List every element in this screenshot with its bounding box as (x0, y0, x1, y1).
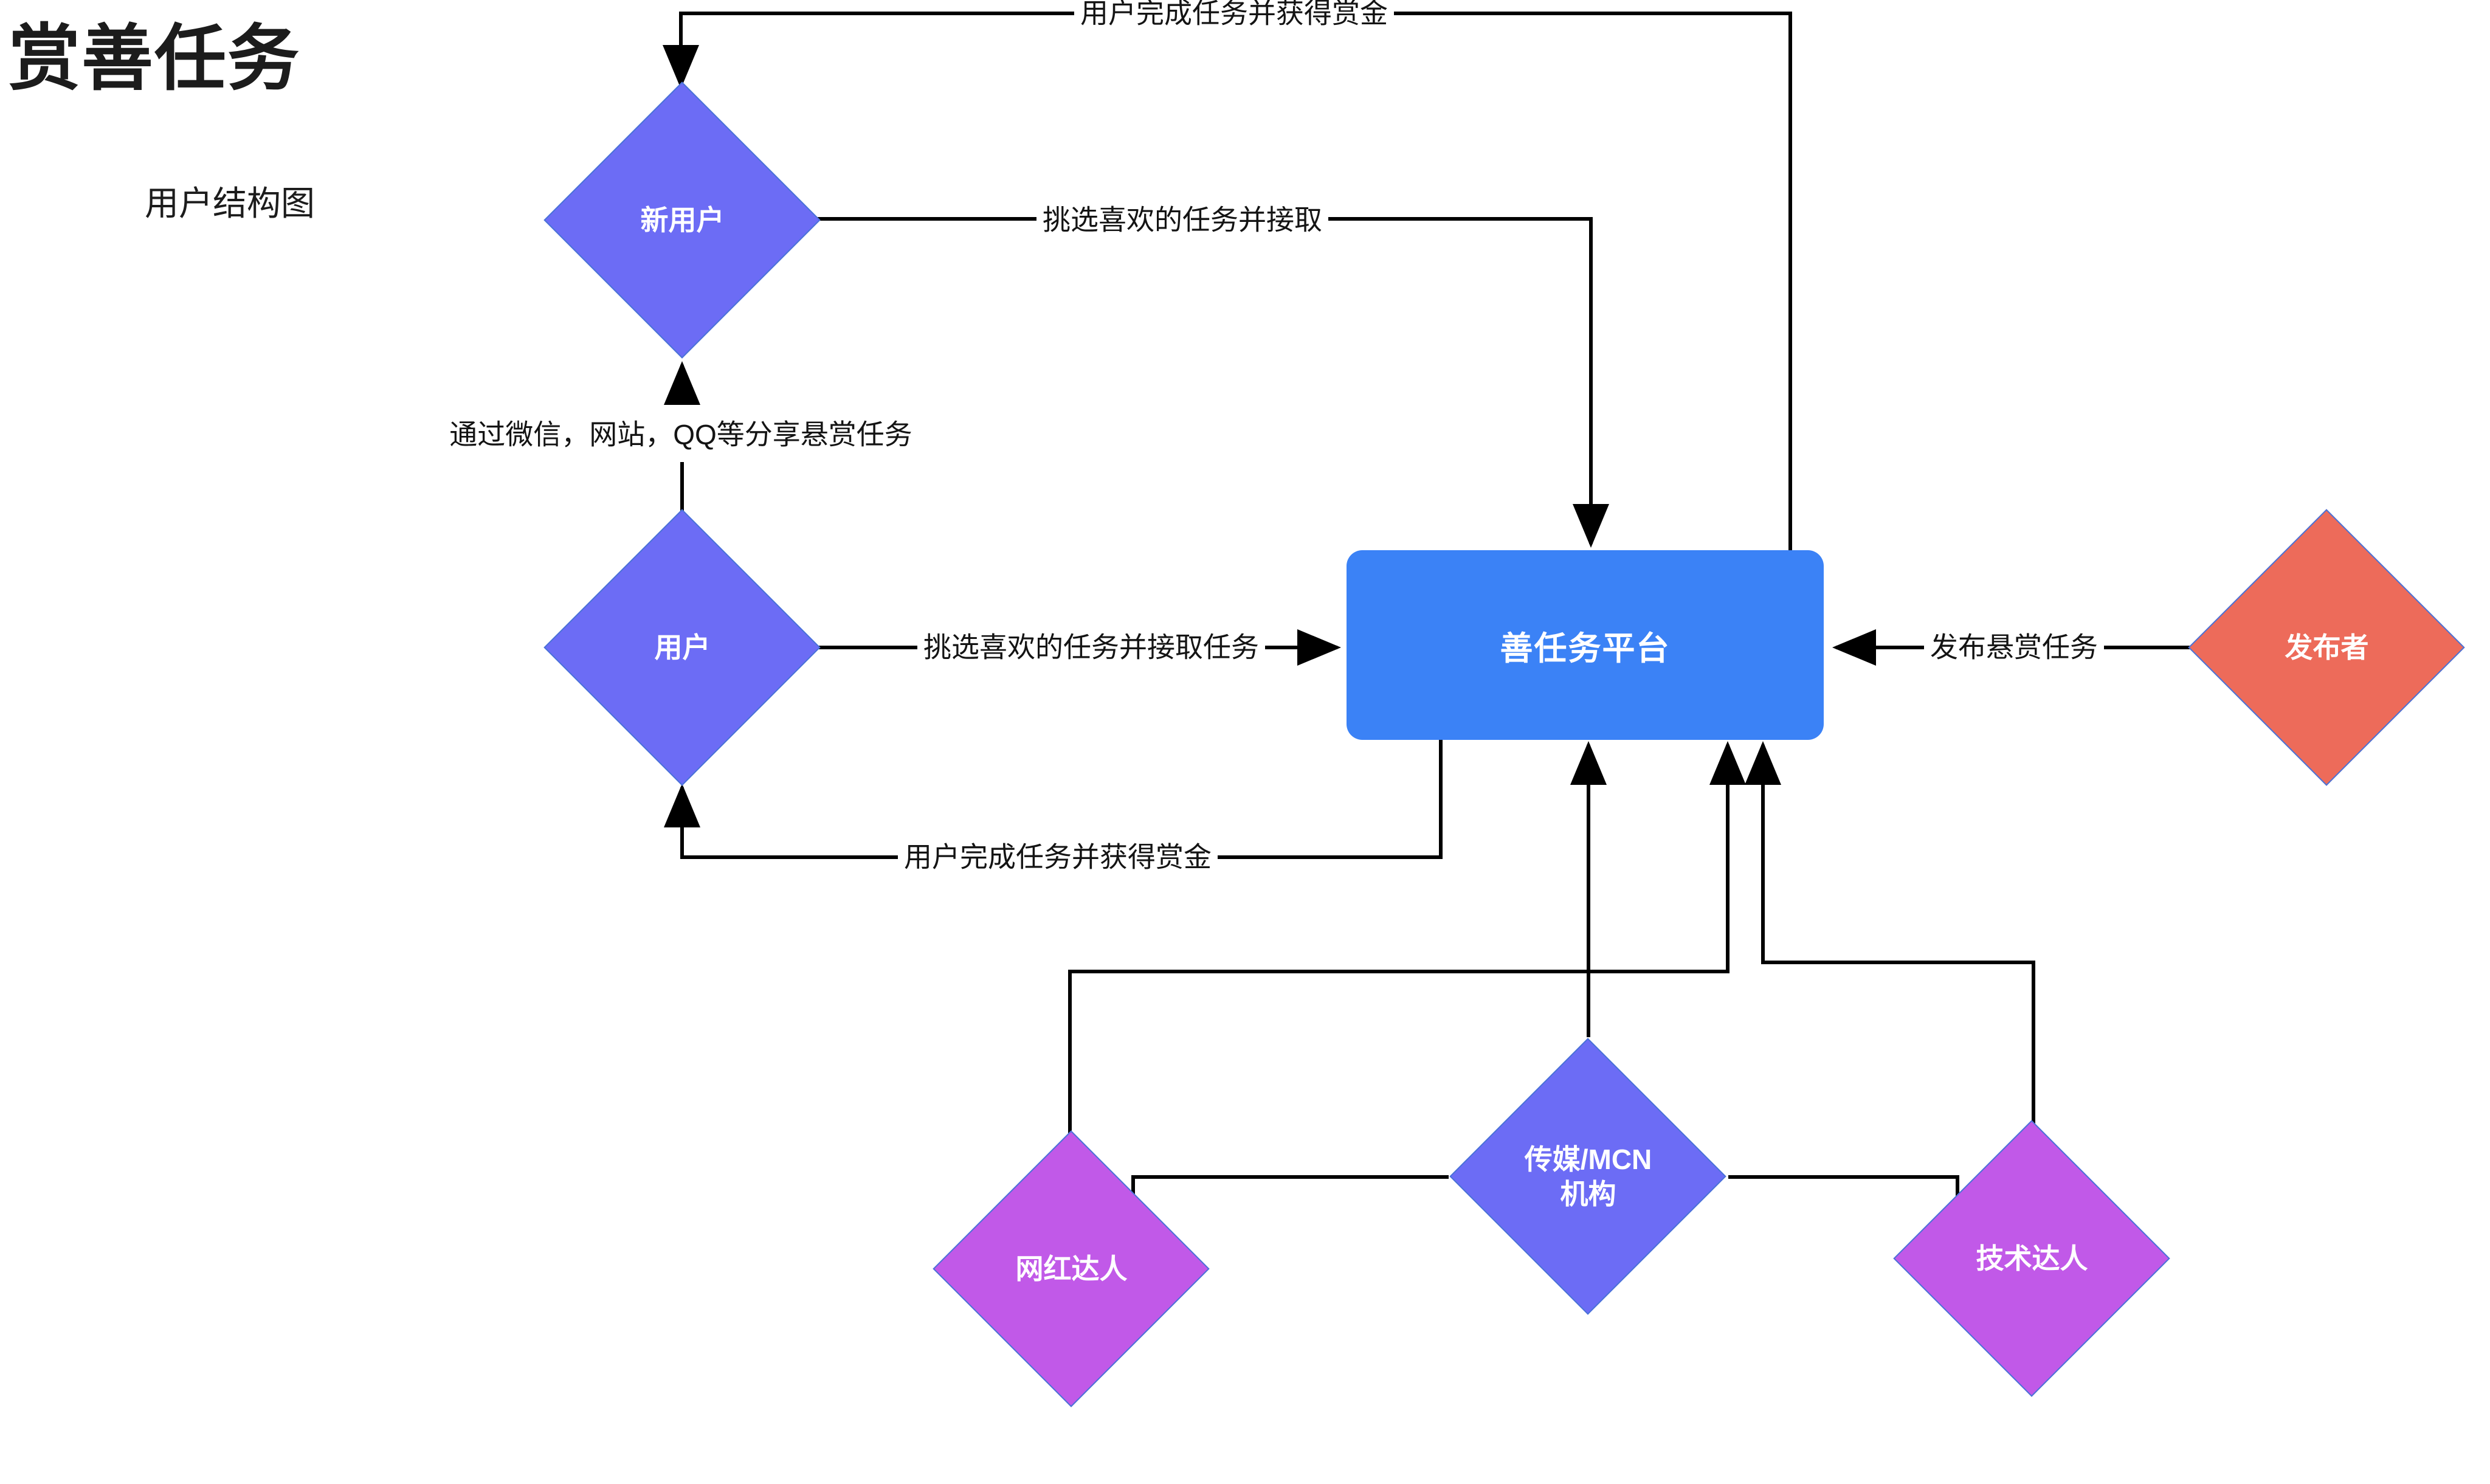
diamond-shape-publisher (2188, 509, 2465, 786)
node-mcn[interactable]: 传媒/MCN 机构 (1449, 1038, 1726, 1315)
node-platform[interactable]: 善任务平台 (1347, 550, 1824, 740)
node-publisher[interactable]: 发布者 (2188, 509, 2465, 786)
page-subtitle: 用户结构图 (145, 184, 315, 223)
diamond-shape-user (543, 509, 821, 786)
diamond-shape-new-user (543, 81, 821, 359)
node-tech-pro[interactable]: 技术达人 (1893, 1120, 2170, 1397)
edge-label-publisher-to-platform: 发布悬赏任务 (1924, 632, 2104, 663)
edge-label-user-to-new-user: 通过微信，网站，QQ等分享悬赏任务 (443, 419, 919, 450)
edge-label-platform-to-new-user: 用户完成任务并获得赏金 (1074, 0, 1394, 29)
edge-label-platform-to-user: 用户完成任务并获得赏金 (898, 842, 1218, 873)
node-influencer[interactable]: 网红达人 (933, 1130, 1210, 1407)
edge-influencer-to-platform (1068, 741, 1746, 1269)
node-user[interactable]: 用户 (543, 509, 821, 786)
rect-shape-platform (1347, 550, 1824, 740)
diamond-shape-mcn (1449, 1038, 1726, 1315)
edge-new-user-to-platform (818, 217, 1609, 548)
edge-platform-to-new-user (663, 12, 1792, 550)
edge-label-new-user-to-platform: 挑选喜欢的任务并接取 (1036, 205, 1328, 236)
node-new-user[interactable]: 新用户 (543, 81, 821, 359)
edge-tech-to-platform (1745, 741, 2035, 1260)
diamond-shape-tech-pro (1893, 1120, 2170, 1397)
node-label-platform: 善任务平台 (1500, 630, 1671, 667)
diamond-shape-influencer (933, 1130, 1210, 1407)
edge-label-user-to-platform: 挑选喜欢的任务并接取任务 (917, 632, 1265, 663)
page-title: 赏善任务 (9, 19, 301, 99)
